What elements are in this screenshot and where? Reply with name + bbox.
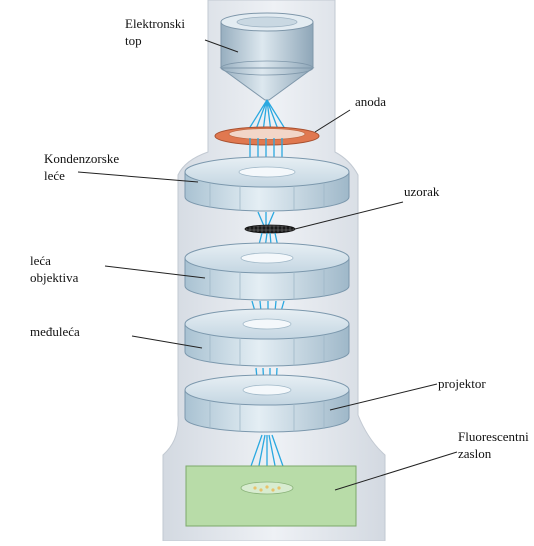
label-intermediate-text: međuleća [30, 323, 80, 340]
label-projector-lens: projektor [438, 375, 486, 392]
intermediate-lens [185, 309, 349, 366]
label-objective-lens: leća objektiva [30, 252, 78, 286]
label-anode-text: anoda [355, 93, 386, 110]
condenser-lens [185, 157, 349, 211]
label-electron-gun-line2: top [125, 32, 185, 49]
label-fluorescent-screen: Fluorescentni zaslon [458, 428, 529, 462]
label-anode: anoda [355, 93, 386, 110]
label-screen-line2: zaslon [458, 445, 529, 462]
label-intermediate-lens: međuleća [30, 323, 80, 340]
label-objective-line2: objektiva [30, 269, 78, 286]
label-electron-gun-line1: Elektronski [125, 15, 185, 32]
label-condenser-line1: Kondenzorske [44, 150, 119, 167]
label-specimen-text: uzorak [404, 183, 439, 200]
objective-lens [185, 243, 349, 300]
label-projector-text: projektor [438, 375, 486, 392]
specimen-grid [245, 225, 295, 233]
label-condenser-lens: Kondenzorske leće [44, 150, 119, 184]
anode [215, 127, 319, 145]
label-screen-line1: Fluorescentni [458, 428, 529, 445]
label-condenser-line2: leće [44, 167, 119, 184]
label-specimen: uzorak [404, 183, 439, 200]
fluorescent-screen [186, 466, 356, 526]
projector-lens [185, 375, 349, 432]
label-electron-gun: Elektronski top [125, 15, 185, 49]
label-objective-line1: leća [30, 252, 78, 269]
